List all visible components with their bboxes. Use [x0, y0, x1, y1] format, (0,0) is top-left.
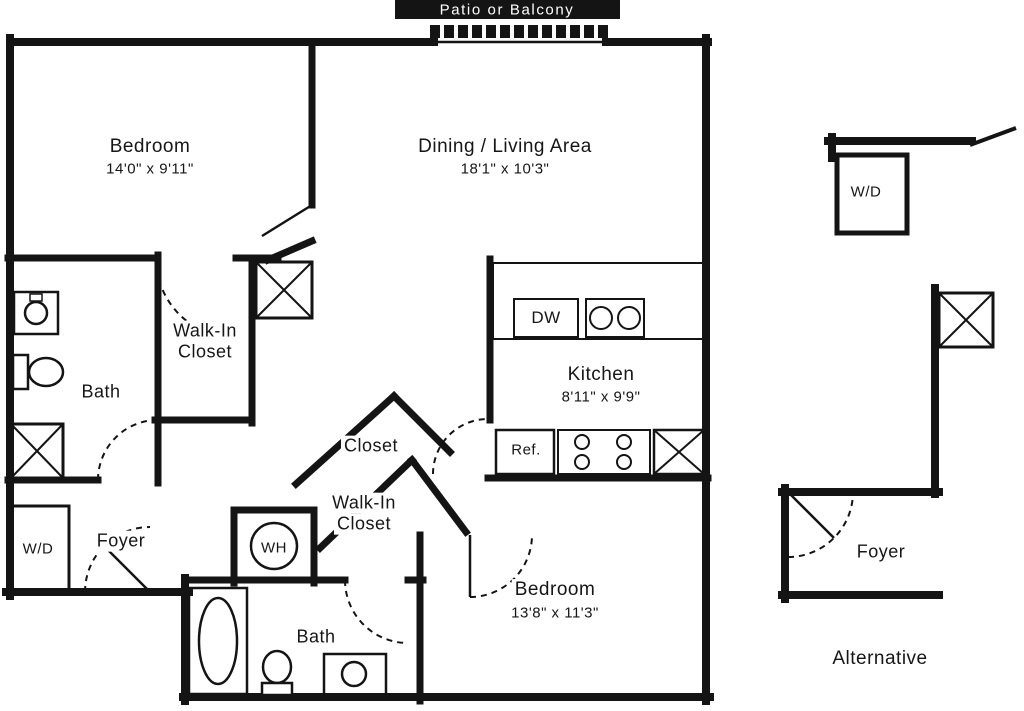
foyer-wd-closet-box [10, 504, 71, 594]
alt-walls [778, 133, 976, 603]
refrigerator-outline [494, 428, 556, 476]
walls-outer [2, 34, 714, 705]
bath1-label: Bath [78, 381, 124, 403]
bedroom1-name-label: Bedroom [106, 136, 194, 158]
stove [557, 429, 651, 475]
bath2-sink [322, 652, 388, 698]
alt-wd-box [834, 152, 910, 236]
refrigerator-label: Ref. [508, 441, 544, 459]
walkin1-label-line1: Walk-In [170, 320, 240, 342]
kitchen-chase-box [652, 428, 706, 476]
fixtures [9, 260, 706, 698]
water-heater-label: WH [261, 539, 287, 557]
door-arcs [84, 257, 533, 644]
kitchen-counter [492, 262, 706, 340]
bath2-tub [187, 586, 249, 696]
balcony-label: Patio or Balcony [439, 1, 575, 19]
foyer-label: Foyer [93, 530, 149, 552]
bedroom2-name-label: Bedroom [511, 579, 599, 601]
water-heater-circle [249, 521, 299, 571]
washer-dryer-label: W/D [19, 540, 57, 558]
bedroom1-dims-label: 14'0" x 9'11" [103, 160, 197, 178]
living-dims-label: 18'1" x 10'3" [457, 160, 553, 178]
living-name-label: Dining / Living Area [415, 136, 595, 158]
alternative-caption: Alternative [829, 648, 931, 670]
door-leaves [103, 203, 472, 597]
alt-washer-dryer-label: W/D [847, 183, 885, 201]
walkin2-label-line1: Walk-In [329, 492, 399, 514]
walkin2-label-line2: Closet [333, 513, 395, 535]
alt-entry-door-leaf [969, 126, 1017, 147]
bedroom2-dims-label: 13'8" x 11'3" [508, 604, 602, 622]
bath1-sink [12, 290, 60, 336]
closet-label: Closet [340, 435, 402, 457]
walkin1-label-line2: Closet [174, 341, 236, 363]
bath1-shower-box [9, 422, 65, 480]
alt-foyer-door [787, 491, 854, 558]
balcony-railing [430, 25, 608, 38]
bath2-toilet [260, 649, 294, 697]
alt-foyer-label: Foyer [853, 541, 909, 563]
bath2-label: Bath [293, 626, 339, 648]
utility-chase-box [254, 260, 314, 320]
kitchen-name-label: Kitchen [564, 364, 638, 386]
balcony-strip [395, 0, 620, 19]
kitchen-dims-label: 8'11" x 9'9" [558, 388, 644, 406]
dishwasher-label: DW [528, 308, 564, 328]
bath1-toilet [11, 353, 65, 391]
alternative-layout [778, 126, 1017, 603]
alt-chase-box [937, 291, 995, 349]
